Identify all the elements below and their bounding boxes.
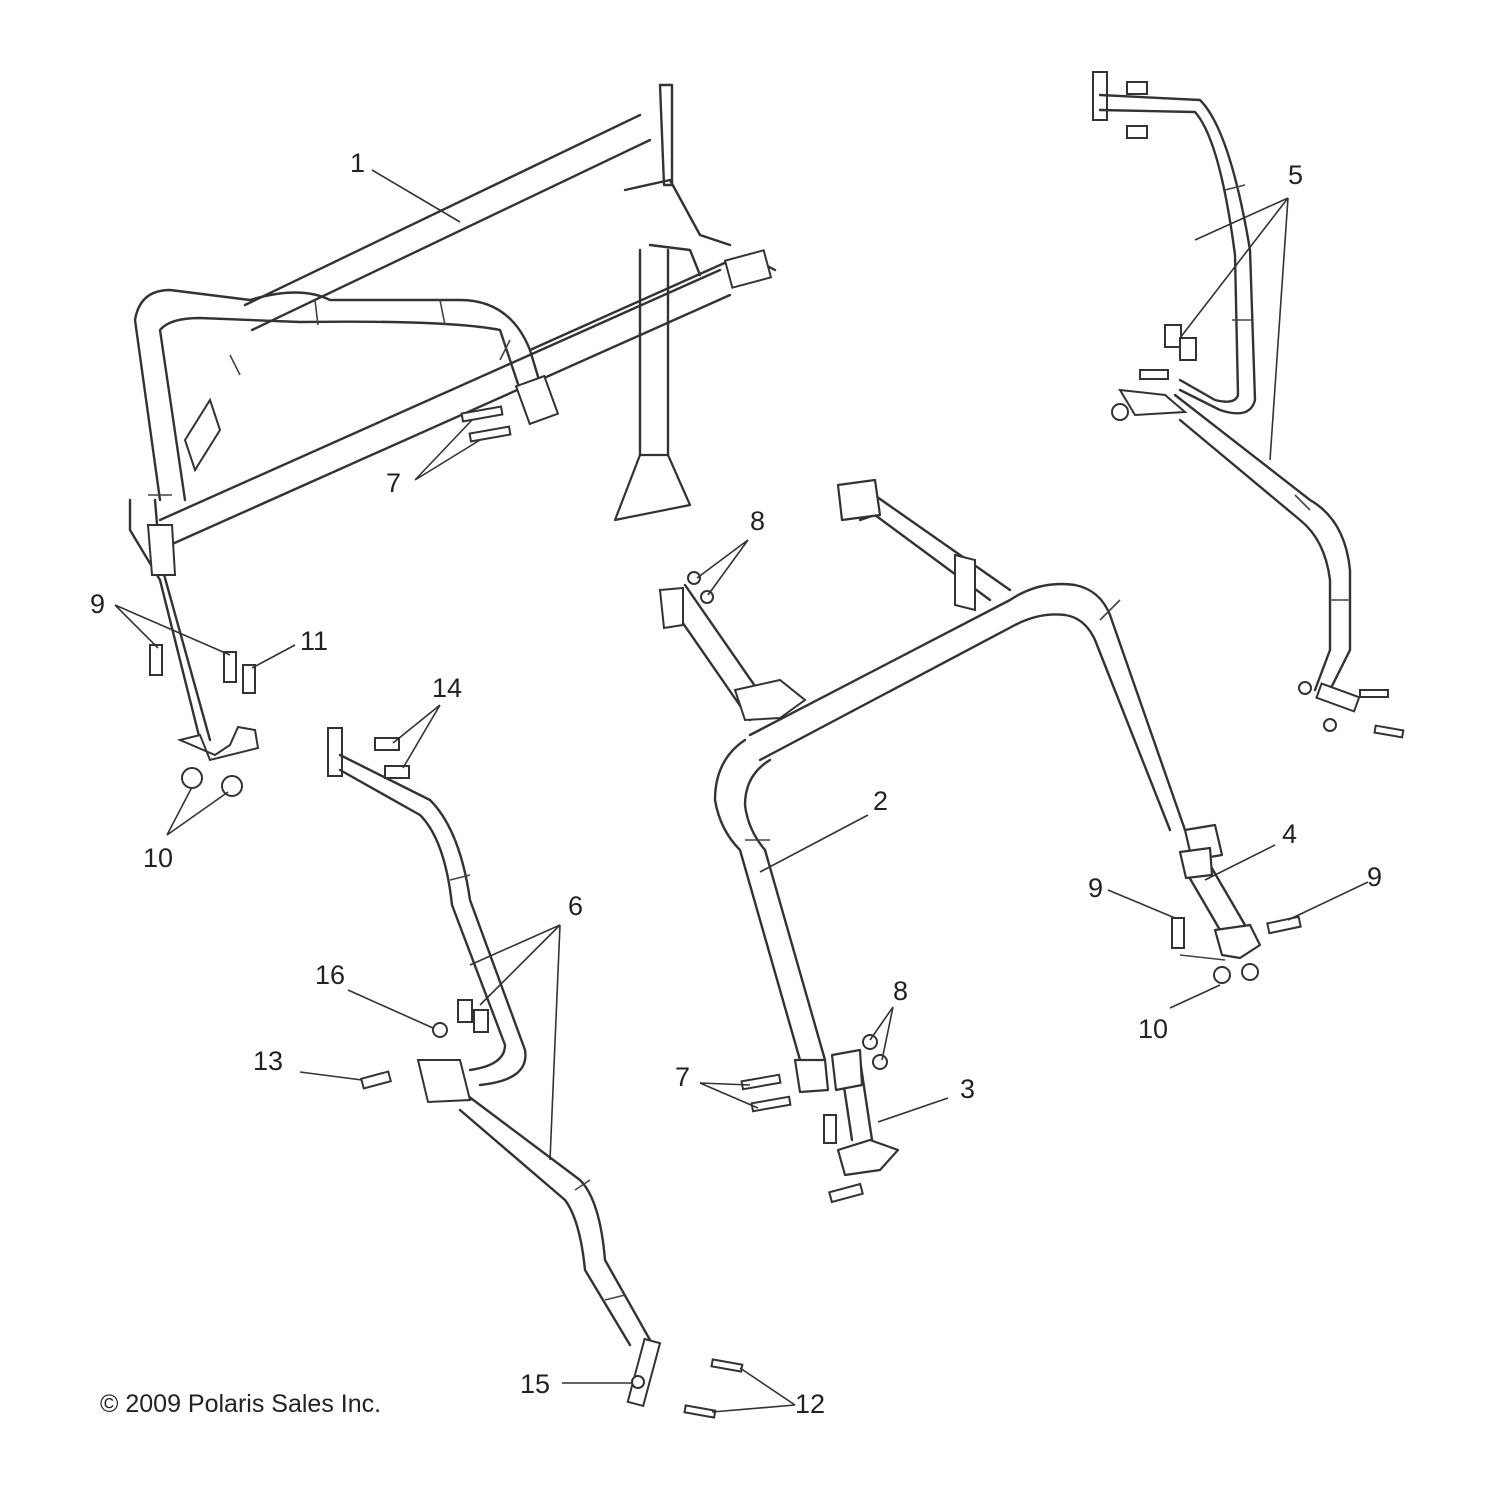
callout-9-left: 9 (90, 589, 105, 619)
rear-leg-right (1178, 846, 1262, 961)
callout-7-lower: 7 (675, 1062, 690, 1092)
fastener-14 (374, 81, 1148, 779)
callout-4: 4 (1282, 819, 1297, 849)
callout-15: 15 (520, 1369, 550, 1399)
callout-6: 6 (568, 891, 583, 921)
callout-11: 11 (300, 626, 328, 656)
leader-lines (114, 169, 1369, 1413)
callout-16: 16 (315, 960, 345, 990)
callout-10-left: 10 (143, 843, 173, 873)
hardware (149, 81, 1405, 1419)
right-side-bar (1092, 71, 1361, 713)
bolt-11 (242, 664, 256, 694)
nut-8 (687, 571, 888, 1070)
nut-10 (181, 767, 1259, 984)
bolt-7-upper (460, 405, 512, 443)
bolt-12 (683, 689, 1405, 1419)
callout-10-right: 10 (1138, 1014, 1168, 1044)
callout-9-mid: 9 (1088, 873, 1103, 903)
callout-7-upper: 7 (386, 468, 401, 498)
nut-16 (432, 1022, 448, 1038)
callout-12: 12 (795, 1389, 825, 1419)
nut-15 (631, 681, 1337, 1389)
callout-5: 5 (1288, 160, 1303, 190)
callout-8-upper: 8 (750, 506, 765, 536)
bolt-7-lower (740, 1073, 792, 1113)
callout-1: 1 (350, 148, 365, 178)
front-roll-cage-frame (128, 83, 777, 762)
rear-leg-left (830, 1048, 900, 1177)
copyright-notice: © 2009 Polaris Sales Inc. (100, 1390, 382, 1418)
callout-14: 14 (432, 673, 462, 703)
callout-3: 3 (960, 1074, 975, 1104)
bolt-3 (823, 1114, 864, 1204)
bolt-9 (149, 644, 1302, 949)
callout-8-lower: 8 (893, 976, 908, 1006)
rear-roll-cage-frame (658, 478, 1224, 1094)
callout-13: 13 (253, 1046, 283, 1076)
callout-2: 2 (873, 786, 888, 816)
left-side-bar (327, 727, 662, 1408)
callout-9-right: 9 (1367, 862, 1382, 892)
bolt-13 (359, 1070, 393, 1090)
callout-labels: 1 2 3 4 5 6 7 7 8 8 9 9 9 10 10 11 12 13… (90, 148, 1382, 1419)
fastener-5 (1111, 324, 1197, 421)
fastener-6 (457, 999, 489, 1033)
